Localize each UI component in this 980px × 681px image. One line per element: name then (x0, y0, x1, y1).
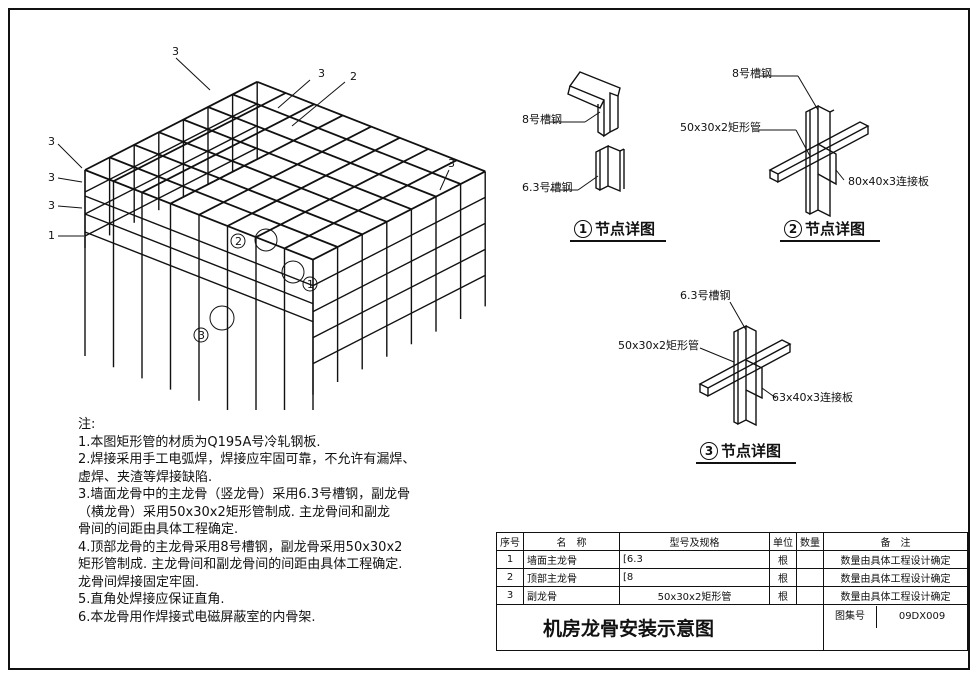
label-3-mid: 3 (318, 67, 325, 80)
wall-ledger (84, 125, 258, 215)
atlas-number: 09DX009 (898, 610, 946, 622)
detail1-label-top: 8号槽钢 (522, 113, 562, 126)
label-3-right: 3 (448, 157, 455, 170)
detail2-underline (780, 240, 880, 242)
notes-heading: 注: (78, 417, 96, 432)
wall-ledger (84, 147, 258, 237)
node3-callout-circle (209, 305, 235, 331)
top-beam (255, 148, 429, 239)
table-row: 2 顶部主龙骨 [8 根 数量由具体工程设计确定 (496, 568, 969, 587)
detail2-label-mid: 50x30x2矩形管 (680, 121, 762, 134)
node1-callout-circle (281, 260, 305, 284)
header-cell: 序号 (496, 532, 524, 551)
leader-left-3a (57, 143, 83, 169)
drawing-title: 机房龙骨安装示意图 (495, 604, 825, 651)
leader-right-3 (439, 169, 450, 191)
detail3-drawing (698, 301, 792, 427)
note-line: 6.本龙骨用作焊接式电磁屏蔽室的内骨架. (78, 609, 316, 625)
detail3-label-bottom: 63x40x3连接板 (772, 391, 854, 404)
detail1-underline (570, 240, 666, 242)
wall-ledger (312, 196, 486, 287)
top-beam (84, 80, 258, 171)
note-line: 3.墙面龙骨中的主龙骨（竖龙骨）采用6.3号槽钢，副龙骨 (78, 487, 411, 502)
detail3-number: 3 (700, 442, 718, 460)
note-line: 骨间的间距由具体工程确定. (78, 522, 239, 537)
wall-ledger (84, 231, 314, 323)
label-1-left: 1 (48, 229, 55, 242)
node2-callout-circle (254, 228, 278, 252)
wall-ledger (84, 103, 258, 193)
leader-top-3 (175, 57, 211, 91)
wall-ledger (84, 195, 314, 287)
label-2: 2 (350, 70, 357, 83)
title-row: 机房龙骨安装示意图 图集号 09DX009 (495, 604, 969, 651)
detail1-drawing (550, 71, 625, 193)
detail1-label-bottom: 6.3号槽钢 (522, 181, 573, 194)
label-3-left-b: 3 (48, 171, 55, 184)
note-line: 龙骨间焊接固定牢固. (78, 574, 200, 590)
detail2-number: 2 (784, 220, 802, 238)
wall-ledger (84, 213, 314, 305)
top-beam (141, 103, 315, 194)
detail2-label-top: 8号槽钢 (732, 67, 772, 80)
node1-label: 1 (307, 278, 314, 291)
top-beam (227, 136, 401, 227)
top-beam (113, 92, 287, 183)
header-cell: 型号及规格 (619, 532, 770, 551)
note-line: 矩形管制成. 主龙骨间和副龙骨间的间距由具体工程确定. (78, 557, 403, 572)
detail2-label-bottom: 80x40x3连接板 (848, 175, 930, 188)
note-line: 2.焊接采用手工电弧焊，焊接应牢固可靠，不允许有漏焊、 (78, 452, 416, 467)
table-row: 3 副龙骨 50x30x2矩形管 根 数量由具体工程设计确定 (496, 586, 969, 605)
note-line: （横龙骨）采用50x30x2矩形管制成. 主龙骨间和副龙 (78, 504, 391, 520)
detail1-number: 1 (574, 220, 592, 238)
table-header-row: 序号 名 称 型号及规格 单位 数量 备 注 (496, 532, 969, 551)
atlas-number-label: 图集号 (824, 605, 878, 628)
header-cell: 备 注 (823, 532, 969, 551)
node2-label: 2 (235, 235, 242, 248)
wall-ledger (312, 274, 486, 365)
detail3-underline (696, 462, 796, 464)
title-block-table: 序号 名 称 型号及规格 单位 数量 备 注 1 墙面主龙骨 [6.3 根 数量… (495, 532, 969, 651)
detail2-drawing (754, 75, 870, 218)
label-3-left-c: 3 (48, 199, 55, 212)
top-beam (312, 170, 486, 261)
table-row: 1 墙面主龙骨 [6.3 根 数量由具体工程设计确定 (496, 550, 969, 569)
top-beam (284, 159, 458, 250)
label-3-top: 3 (172, 45, 179, 58)
leader-left-3b (57, 177, 83, 183)
note-line: 虚焊、夹渣等焊接缺陷. (78, 469, 213, 485)
top-beam (198, 125, 372, 216)
header-cell: 数量 (795, 532, 825, 551)
detail3-label-mid: 50x30x2矩形管 (618, 339, 700, 352)
note-line: 5.直角处焊接应保证直角. (78, 592, 225, 607)
leader-2 (291, 81, 346, 127)
notes-section: 注: 1.本图矩形管的材质为Q195A号冷轧钢板. 2.焊接采用手工电弧焊，焊接… (78, 416, 418, 626)
note-line: 1.本图矩形管的材质为Q195A号冷轧钢板. (78, 434, 321, 450)
wall-ledger (312, 222, 486, 313)
leader-mid-3 (277, 79, 311, 109)
wall-ledger (312, 248, 486, 339)
isometric-frame-drawing (57, 57, 486, 410)
header-cell: 单位 (769, 532, 797, 551)
note-line: 4.顶部龙骨的主龙骨采用8号槽钢，副龙骨采用50x30x2 (78, 539, 403, 555)
drawing-frame (8, 8, 970, 670)
detail3-label-top: 6.3号槽钢 (680, 289, 731, 302)
header-cell: 名 称 (523, 532, 620, 551)
leader-left-3c (57, 205, 83, 209)
label-3-left-a: 3 (48, 135, 55, 148)
node3-label: 3 (198, 329, 205, 342)
